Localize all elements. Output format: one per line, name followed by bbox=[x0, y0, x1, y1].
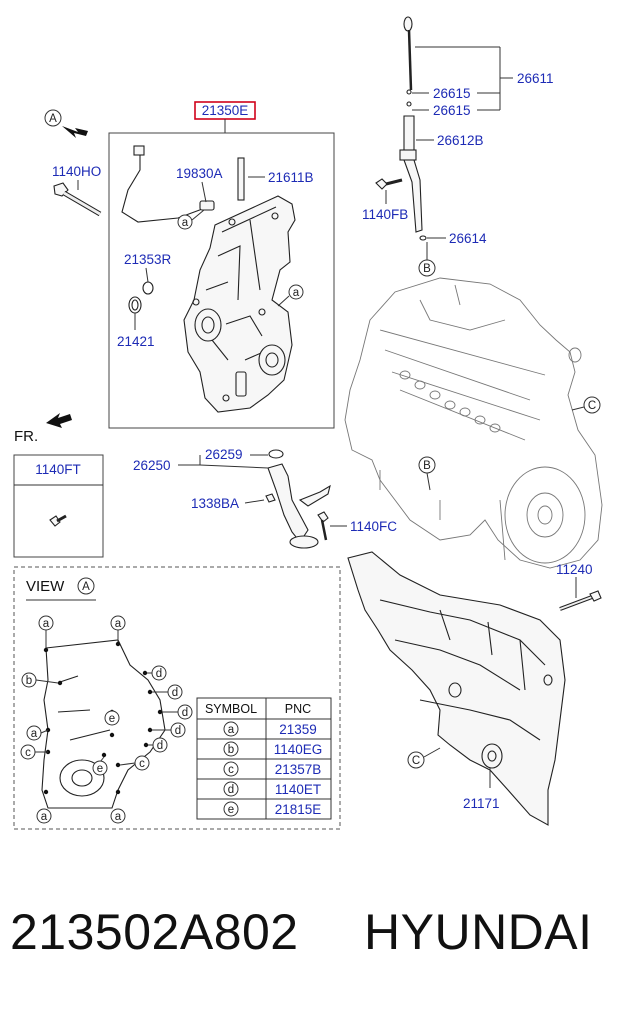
svg-text:a: a bbox=[31, 728, 38, 740]
table-row-pnc[interactable]: 21357B bbox=[275, 762, 322, 777]
table-row-symbol: c bbox=[228, 764, 234, 776]
label-26250[interactable]: 26250 bbox=[133, 458, 171, 473]
bolt-11240-drawing bbox=[559, 590, 602, 611]
oil-pan-drawing bbox=[347, 551, 566, 826]
view-a-box bbox=[13, 566, 341, 830]
table-row-symbol: b bbox=[228, 744, 234, 756]
fr-arrow-icon bbox=[46, 413, 72, 428]
label-1140fb[interactable]: 1140FB bbox=[362, 207, 408, 222]
table-row-symbol: d bbox=[228, 784, 234, 796]
label-21171[interactable]: 21171 bbox=[463, 796, 500, 811]
label-21611b[interactable]: 21611B bbox=[268, 170, 314, 185]
part-number: 213502A802 bbox=[10, 904, 299, 960]
bolt-1140ft-drawing bbox=[49, 514, 67, 527]
svg-text:a: a bbox=[41, 811, 48, 823]
dipstick-drawing bbox=[399, 16, 427, 241]
bolt-1140ho-drawing bbox=[53, 182, 102, 217]
table-row-symbol: e bbox=[228, 804, 234, 816]
label-21421[interactable]: 21421 bbox=[117, 334, 155, 349]
label-1338ba[interactable]: 1338BA bbox=[191, 496, 239, 511]
view-a-callouts: a a b d d d d d e a c e c a a bbox=[20, 615, 193, 824]
label-11240[interactable]: 11240 bbox=[556, 562, 593, 577]
label-1140fc[interactable]: 1140FC bbox=[350, 519, 397, 534]
assembly-label[interactable]: 21350E bbox=[202, 103, 249, 118]
label-26259[interactable]: 26259 bbox=[205, 447, 243, 462]
svg-text:e: e bbox=[97, 763, 103, 775]
symbol-header: SYMBOL bbox=[205, 702, 257, 716]
callout-b-lower: B bbox=[423, 460, 431, 472]
svg-text:b: b bbox=[26, 675, 32, 687]
svg-text:e: e bbox=[109, 713, 115, 725]
fr-label: FR. bbox=[14, 428, 38, 445]
parts-diagram: A 21350E 19830A a 21611B 1 bbox=[13, 16, 603, 830]
callout-b-upper: B bbox=[423, 263, 431, 275]
brand-name: HYUNDAI bbox=[364, 904, 593, 960]
table-row-pnc[interactable]: 21815E bbox=[275, 802, 322, 817]
svg-text:d: d bbox=[175, 725, 181, 737]
view-label: VIEW bbox=[26, 578, 65, 595]
table-row-pnc[interactable]: 21359 bbox=[279, 722, 317, 737]
pnc-header: PNC bbox=[285, 702, 311, 716]
timing-cover-drawing bbox=[183, 195, 296, 413]
table-row-symbol: a bbox=[228, 724, 235, 736]
pin-21611b-drawing bbox=[237, 157, 245, 201]
oring-21421-drawing bbox=[128, 296, 142, 314]
svg-text:d: d bbox=[157, 740, 163, 752]
box-1140ft bbox=[13, 454, 104, 558]
sensor-19830a-drawing bbox=[121, 145, 215, 223]
callout-c-upper: C bbox=[588, 400, 596, 412]
svg-text:a: a bbox=[115, 811, 122, 823]
callout-a: a bbox=[182, 217, 189, 229]
svg-text:a: a bbox=[43, 618, 50, 630]
label-19830a[interactable]: 19830A bbox=[176, 166, 223, 181]
label-26612b[interactable]: 26612B bbox=[437, 133, 484, 148]
label-21353r[interactable]: 21353R bbox=[124, 252, 172, 267]
view-a-cover-drawing bbox=[41, 639, 166, 809]
callout-a: a bbox=[293, 287, 300, 299]
seal-21353r-drawing bbox=[142, 281, 154, 295]
label-26614[interactable]: 26614 bbox=[449, 231, 487, 246]
symbol-table: SYMBOL PNC a 21359 b 1140EG c 21357B d 1… bbox=[196, 697, 332, 820]
svg-text:d: d bbox=[172, 687, 178, 699]
callout-c-lower: C bbox=[412, 755, 420, 767]
timing-cover-group-box bbox=[108, 132, 335, 429]
label-26611[interactable]: 26611 bbox=[517, 71, 554, 86]
label-1140ft[interactable]: 1140FT bbox=[35, 462, 81, 477]
footer: 213502A802 HYUNDAI bbox=[0, 895, 617, 985]
view-a-callout: A bbox=[49, 113, 57, 125]
label-26615-lower[interactable]: 26615 bbox=[433, 103, 471, 118]
engine-block-drawing bbox=[344, 277, 603, 569]
svg-text:c: c bbox=[139, 758, 145, 770]
svg-text:d: d bbox=[182, 707, 188, 719]
view-ref-callout: A bbox=[82, 581, 90, 593]
view-a-arrow: A bbox=[44, 109, 88, 138]
svg-text:c: c bbox=[25, 747, 31, 759]
label-26615-upper[interactable]: 26615 bbox=[433, 86, 471, 101]
table-row-pnc[interactable]: 1140EG bbox=[274, 742, 323, 757]
svg-text:a: a bbox=[115, 618, 122, 630]
table-row-pnc[interactable]: 1140ET bbox=[275, 782, 321, 797]
svg-text:d: d bbox=[156, 668, 162, 680]
oil-strainer-drawing bbox=[265, 449, 331, 549]
bolt-1140fb-drawing bbox=[375, 178, 403, 190]
label-1140ho[interactable]: 1140HO bbox=[52, 164, 101, 179]
